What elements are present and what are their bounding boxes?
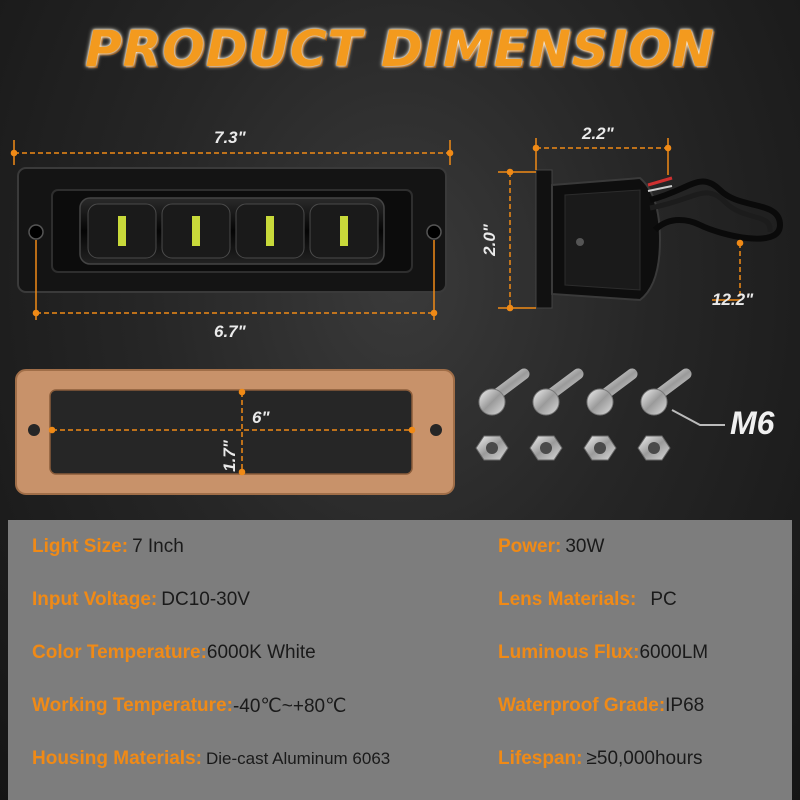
spec-label: Color Temperature: bbox=[32, 642, 207, 663]
side-depth-label: 2.2" bbox=[582, 124, 614, 143]
spec-row: Working Temperature:-40℃~+80℃ Waterproof… bbox=[8, 681, 792, 731]
spec-label: Lens Materials: bbox=[498, 589, 637, 610]
spec-label: Housing Materials: bbox=[32, 748, 202, 769]
spec-value: 6000LM bbox=[639, 642, 709, 663]
spec-value: IP68 bbox=[665, 695, 705, 716]
front-inner-width-label: 6.7" bbox=[214, 322, 246, 341]
bolt-icon bbox=[532, 368, 584, 416]
spec-label: Input Voltage: bbox=[32, 589, 158, 610]
spec-label: Luminous Flux: bbox=[498, 642, 640, 663]
spec-row: Housing Materials:Die-cast Aluminum 6063… bbox=[8, 734, 792, 784]
spec-label: Working Temperature: bbox=[32, 695, 233, 716]
nut-icon bbox=[529, 435, 563, 461]
side-height-label: 2.0" bbox=[479, 224, 499, 256]
bolt-icon bbox=[640, 368, 692, 416]
gasket-height-label: 1.7" bbox=[219, 440, 239, 472]
bolt-icon bbox=[586, 368, 638, 416]
mounting-gasket bbox=[15, 369, 455, 495]
cable-length-label: 12.2" bbox=[712, 290, 754, 309]
spec-table: Light Size:7 Inch Power:30W Input Voltag… bbox=[8, 520, 792, 800]
spec-label: Waterproof Grade: bbox=[498, 695, 666, 716]
front-width-label: 7.3" bbox=[214, 128, 246, 147]
spec-value: -40℃~+80℃ bbox=[232, 695, 347, 717]
spec-row: Input Voltage:DC10-30V Lens Materials: PC bbox=[8, 575, 792, 625]
spec-value: ≥50,000hours bbox=[586, 748, 703, 769]
product-illustration bbox=[10, 138, 784, 495]
spec-value: 6000K White bbox=[206, 642, 316, 663]
spec-value: 7 Inch bbox=[132, 536, 184, 557]
gasket-width-label: 6" bbox=[252, 408, 270, 427]
spec-value: DC10-30V bbox=[161, 589, 250, 610]
nut-icon bbox=[637, 435, 671, 461]
spec-value: 30W bbox=[565, 536, 605, 557]
screw-size-label: M6 bbox=[730, 405, 775, 441]
page-title: PRODUCT DIMENSION bbox=[85, 20, 715, 78]
spec-label: Lifespan: bbox=[498, 748, 583, 769]
light-bar-side-view bbox=[498, 138, 784, 312]
spec-row: Color Temperature:6000K White Luminous F… bbox=[8, 628, 792, 678]
spec-label: Light Size: bbox=[32, 536, 129, 557]
nut-icon bbox=[583, 435, 617, 461]
hardware-kit bbox=[475, 368, 725, 461]
spec-value: Die-cast Aluminum 6063 bbox=[205, 749, 391, 768]
nut-icon bbox=[475, 435, 509, 461]
bolt-icon bbox=[478, 368, 530, 416]
spec-value: PC bbox=[650, 589, 677, 610]
spec-label: Power: bbox=[498, 536, 562, 557]
spec-row: Light Size:7 Inch Power:30W bbox=[8, 522, 792, 572]
light-bar-front-view bbox=[10, 140, 454, 320]
